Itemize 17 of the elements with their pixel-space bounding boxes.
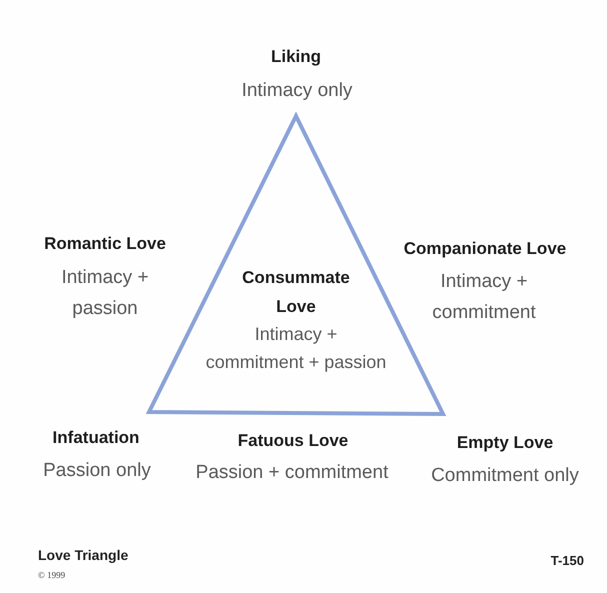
label-heading: Romantic Love (44, 233, 166, 255)
page-code: T-150 (550, 552, 584, 569)
label-heading: Liking (270, 46, 322, 68)
label-description: Commitment only (431, 464, 579, 488)
caption: Love Triangle (38, 546, 128, 564)
node-description: Intimacy + commitment + passion (204, 323, 388, 374)
label-description: Intimacy only (242, 78, 352, 102)
label-description: Passion + commitment (196, 460, 388, 484)
label-description: Passion only (43, 458, 151, 482)
copyright-notice: © 1999 (38, 569, 66, 581)
label-heading: Fatuous Love (238, 430, 348, 452)
node-heading: Consummate Love (241, 267, 351, 318)
label-heading: Infatuation (52, 427, 140, 449)
label-description: Intimacy + commitment (431, 270, 537, 324)
label-description: Intimacy + passion (60, 266, 150, 320)
label-heading: Companionate Love (404, 238, 566, 260)
label-heading: Empty Love (456, 432, 554, 454)
